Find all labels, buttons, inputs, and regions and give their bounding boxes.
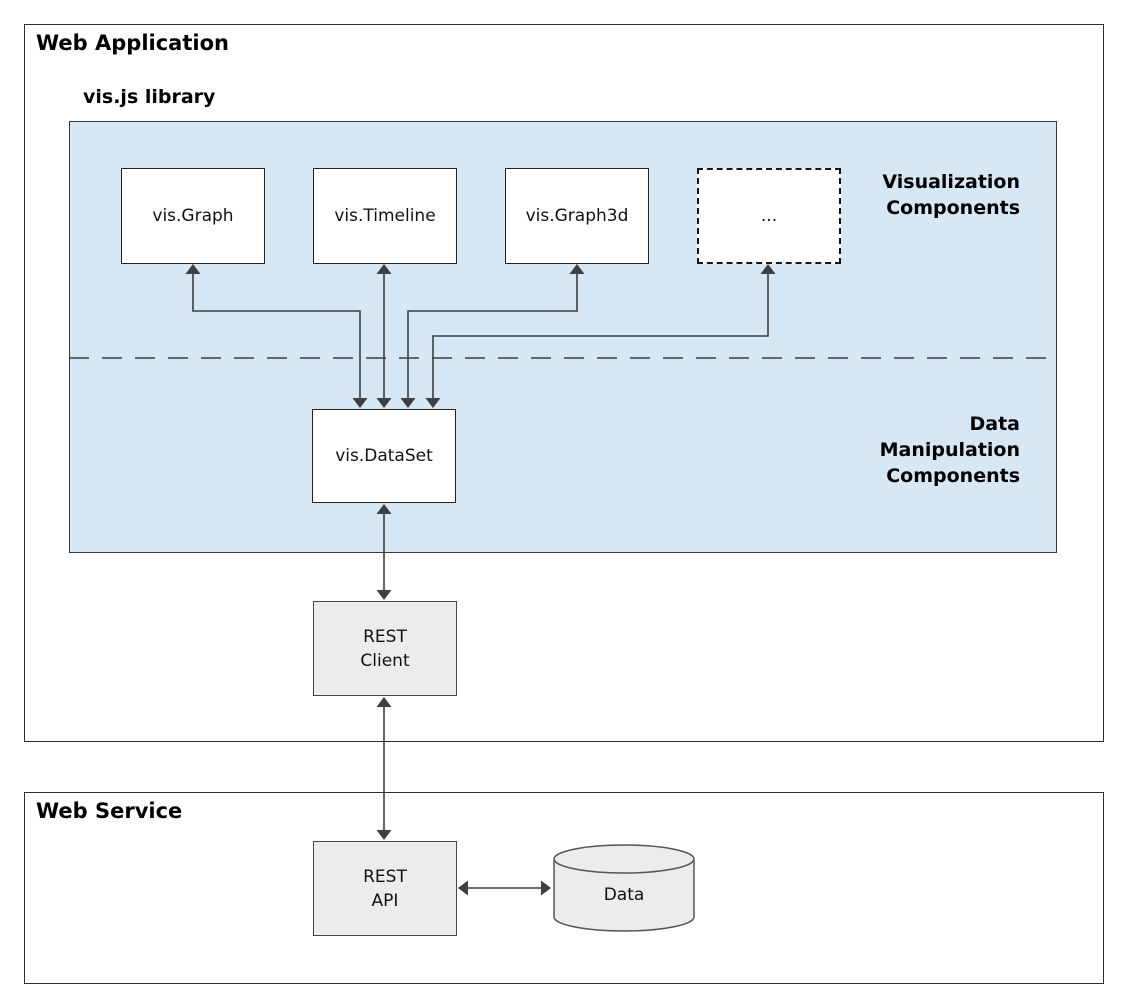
node-rest-client: REST Client bbox=[313, 601, 457, 696]
node-rest-client-label: REST Client bbox=[360, 626, 410, 671]
web-application-title: Web Application bbox=[36, 31, 229, 55]
node-rest-api-label: REST API bbox=[363, 866, 407, 911]
node-vis-timeline: vis.Timeline bbox=[313, 168, 457, 264]
node-vis-graph3d-label: vis.Graph3d bbox=[525, 206, 629, 226]
node-rest-api: REST API bbox=[313, 841, 457, 936]
data-manipulation-components-label: Data Manipulation Components bbox=[879, 413, 1020, 487]
web-service-container bbox=[24, 792, 1104, 984]
node-vis-graph3d: vis.Graph3d bbox=[505, 168, 649, 264]
node-data-store: Data bbox=[552, 843, 696, 933]
node-vis-dataset: vis.DataSet bbox=[312, 409, 456, 503]
node-data-store-label: Data bbox=[603, 885, 645, 905]
visualization-components-label: Visualization Components bbox=[882, 171, 1020, 219]
database-cylinder-icon bbox=[553, 844, 695, 932]
node-vis-timeline-label: vis.Timeline bbox=[334, 206, 436, 226]
node-vis-graph: vis.Graph bbox=[121, 168, 265, 264]
vis-library-title: vis.js library bbox=[83, 86, 216, 108]
node-more-components: ... bbox=[697, 168, 841, 264]
web-service-title: Web Service bbox=[36, 799, 183, 823]
node-vis-dataset-label: vis.DataSet bbox=[335, 446, 433, 466]
web-application-container bbox=[24, 24, 1104, 742]
node-vis-graph-label: vis.Graph bbox=[152, 206, 234, 226]
node-more-components-label: ... bbox=[760, 206, 778, 226]
